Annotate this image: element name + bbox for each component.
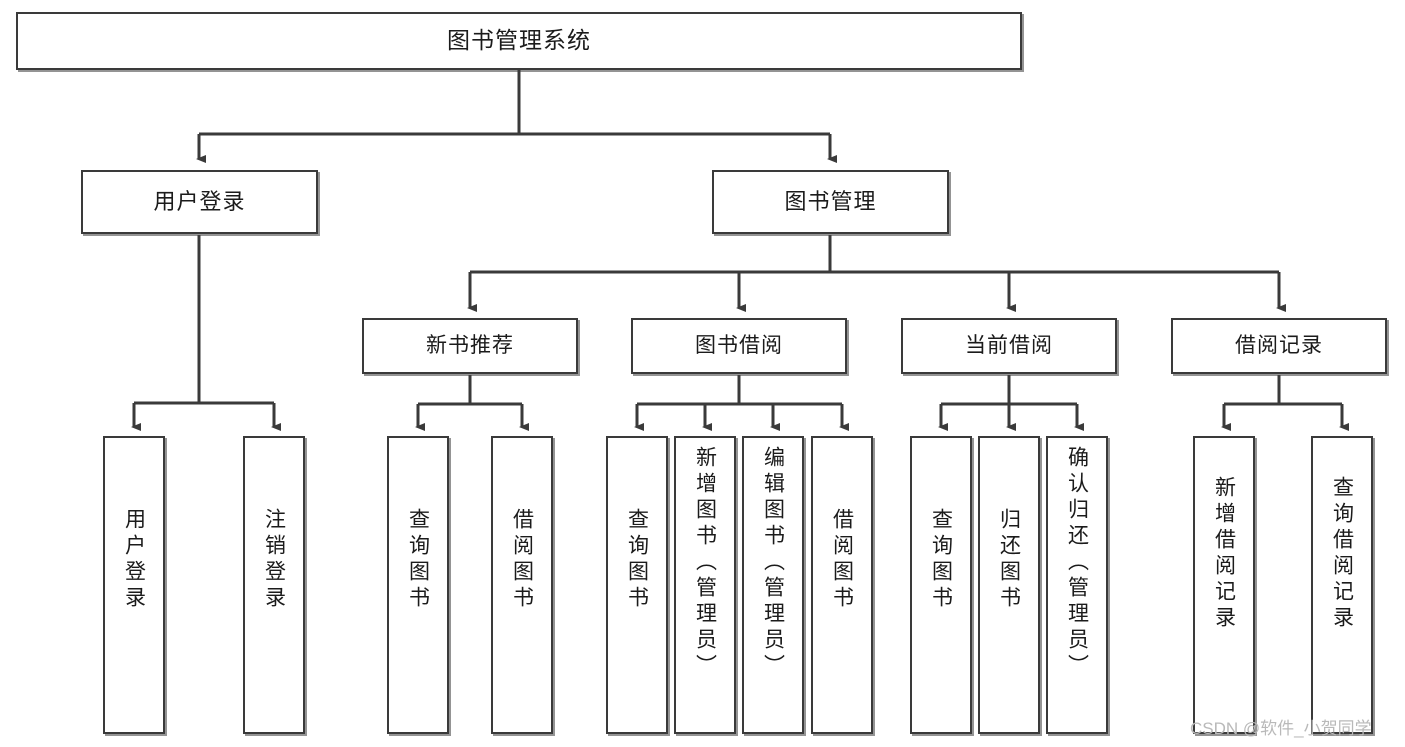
node-borrow-record-label: 借阅记录 [1235,333,1323,357]
node-leaf-borrow-record-add-label: 新增借阅记录 [1212,476,1236,632]
node-leaf-book-borrow-add-label: 新增图书（管理员） [693,446,717,680]
node-current-borrow-label: 当前借阅 [965,333,1053,357]
node-leaf-book-borrow-add[interactable]: 新增图书（管理员） [674,436,736,734]
node-book-management-label: 图书管理 [784,189,877,215]
node-leaf-book-borrow-query-label: 查询图书 [625,508,649,612]
node-leaf-user-login-signout-label: 注销登录 [262,508,286,612]
node-leaf-book-borrow-edit-label: 编辑图书（管理员） [761,446,785,680]
node-leaf-current-borrow-return-label: 归还图书 [997,508,1021,612]
node-borrow-record[interactable]: 借阅记录 [1171,318,1387,374]
node-book-borrow-label: 图书借阅 [695,333,783,357]
node-user-login-label: 用户登录 [153,189,246,215]
node-leaf-borrow-record-add[interactable]: 新增借阅记录 [1193,436,1255,734]
node-leaf-current-borrow-confirm-label: 确认归还（管理员） [1065,446,1089,680]
node-leaf-user-login-signout[interactable]: 注销登录 [243,436,305,734]
node-leaf-book-borrow-edit[interactable]: 编辑图书（管理员） [742,436,804,734]
node-user-login[interactable]: 用户登录 [81,170,318,234]
node-leaf-new-book-query-label: 查询图书 [406,508,430,612]
node-new-book-recommend-label: 新书推荐 [426,333,514,357]
node-leaf-current-borrow-confirm[interactable]: 确认归还（管理员） [1046,436,1108,734]
node-root-system[interactable]: 图书管理系统 [16,12,1022,70]
node-leaf-borrow-record-query[interactable]: 查询借阅记录 [1311,436,1373,734]
node-leaf-user-login-signin-label: 用户登录 [122,508,146,612]
node-book-management[interactable]: 图书管理 [712,170,949,234]
node-leaf-new-book-borrow-label: 借阅图书 [510,508,534,612]
node-leaf-new-book-query[interactable]: 查询图书 [387,436,449,734]
node-leaf-user-login-signin[interactable]: 用户登录 [103,436,165,734]
node-leaf-book-borrow-borrow-label: 借阅图书 [830,508,854,612]
node-leaf-current-borrow-return[interactable]: 归还图书 [978,436,1040,734]
node-book-borrow[interactable]: 图书借阅 [631,318,847,374]
node-leaf-book-borrow-borrow[interactable]: 借阅图书 [811,436,873,734]
node-leaf-new-book-borrow[interactable]: 借阅图书 [491,436,553,734]
node-leaf-current-borrow-query-label: 查询图书 [929,508,953,612]
node-root-system-label: 图书管理系统 [447,27,591,54]
node-new-book-recommend[interactable]: 新书推荐 [362,318,578,374]
node-leaf-borrow-record-query-label: 查询借阅记录 [1330,476,1354,632]
node-leaf-current-borrow-query[interactable]: 查询图书 [910,436,972,734]
node-leaf-book-borrow-query[interactable]: 查询图书 [606,436,668,734]
node-current-borrow[interactable]: 当前借阅 [901,318,1117,374]
